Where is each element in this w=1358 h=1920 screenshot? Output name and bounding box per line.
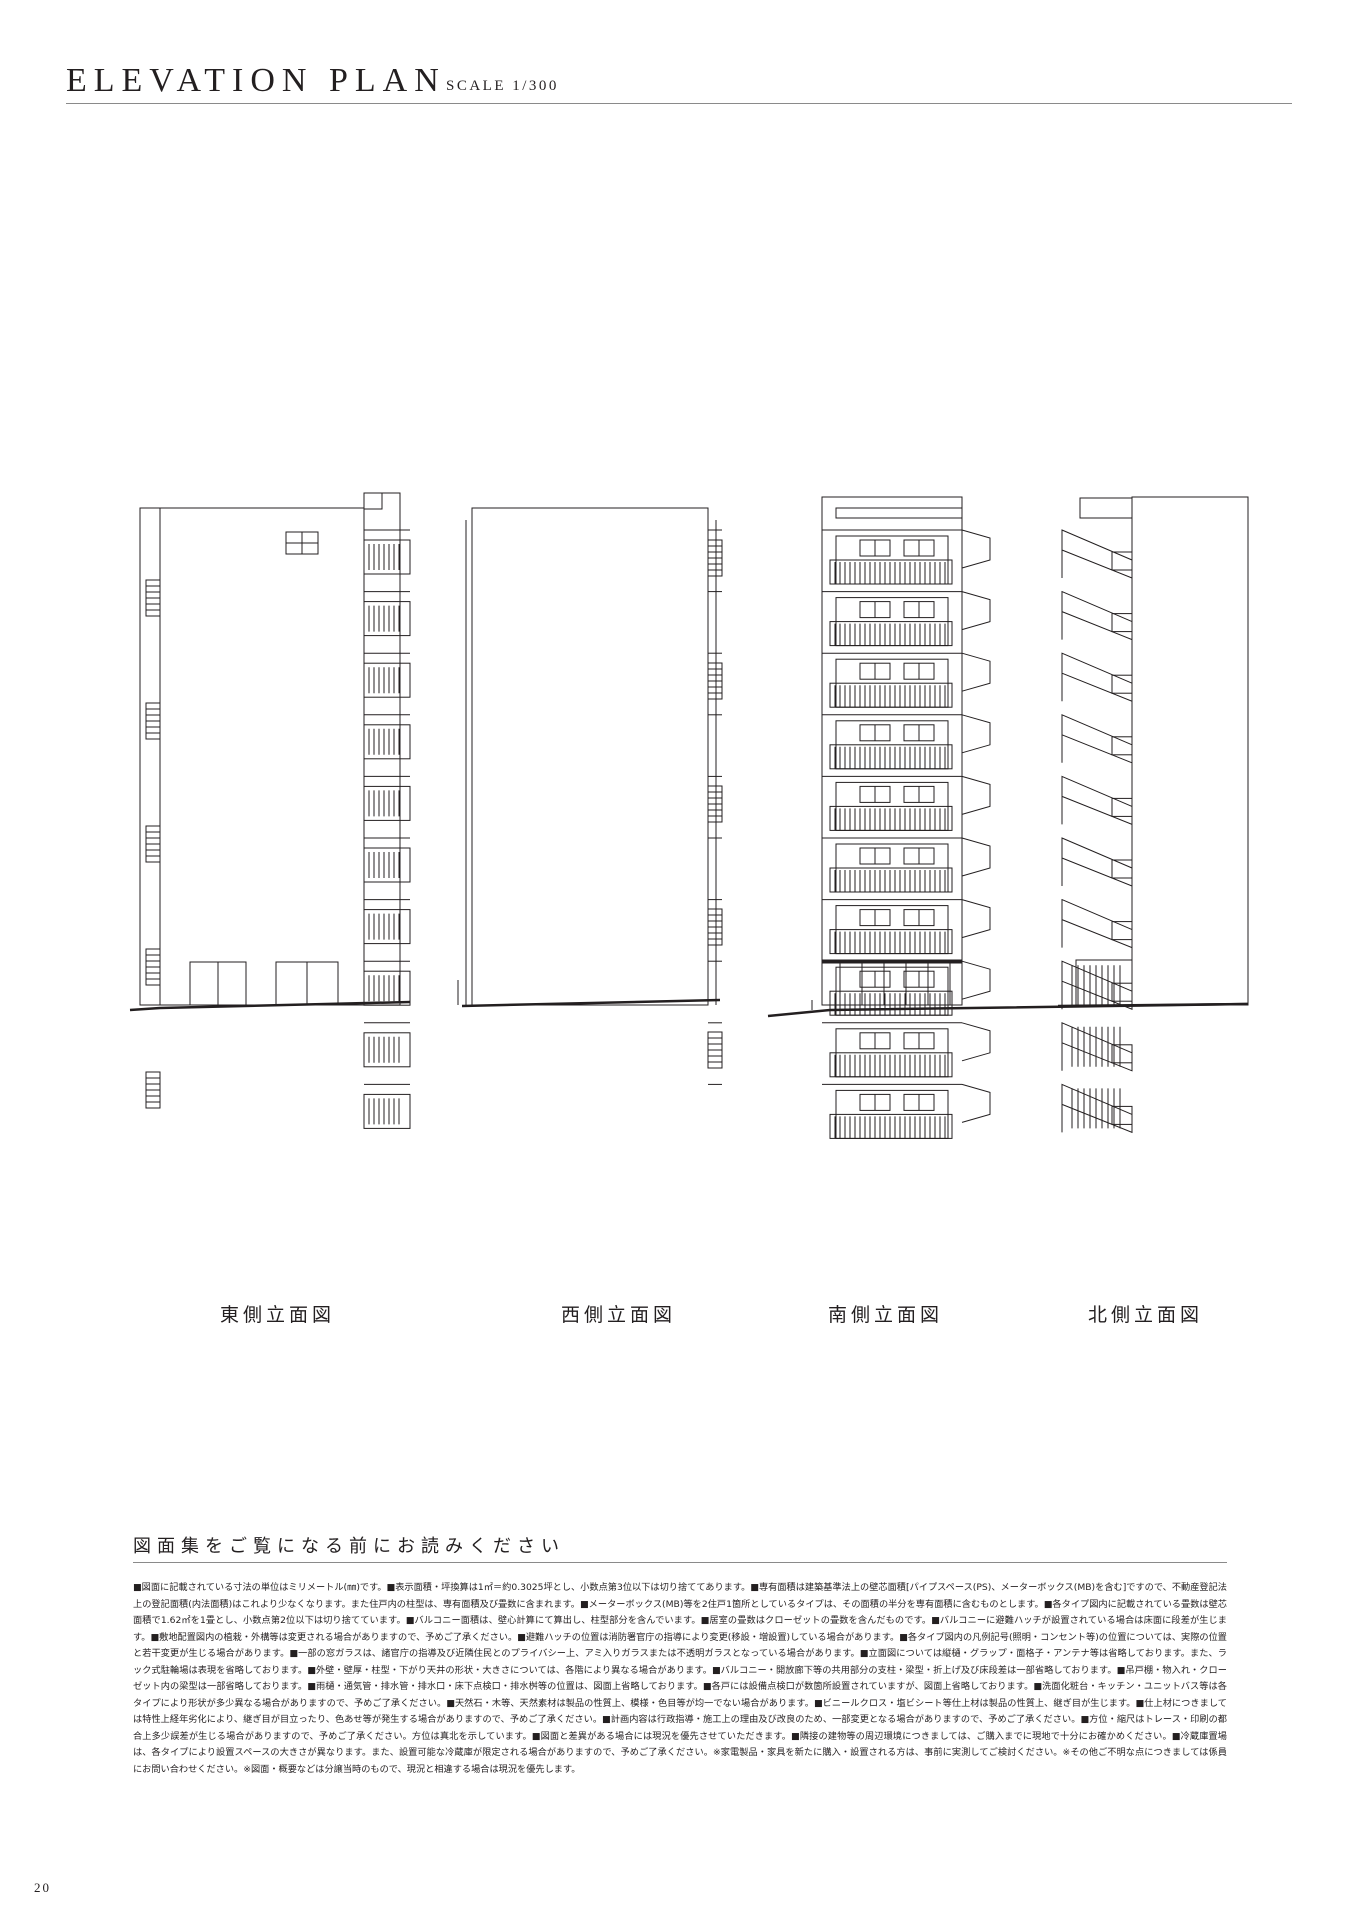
east-ground-line bbox=[129, 1000, 411, 1012]
south-side-balcony bbox=[961, 960, 991, 1000]
north-stair-landing-window bbox=[1111, 736, 1133, 756]
east-balcony-rail bbox=[363, 847, 411, 883]
east-balcony-rail bbox=[363, 970, 411, 1006]
north-ground-line bbox=[1057, 1002, 1249, 1008]
notes-divider bbox=[133, 1562, 1227, 1563]
header-divider bbox=[66, 103, 1292, 104]
page-number: 20 bbox=[34, 1880, 51, 1895]
elevation-drawings bbox=[129, 492, 1249, 1139]
south-balcony-rail bbox=[829, 744, 953, 770]
east-balcony-rail bbox=[363, 539, 411, 575]
north-stair-roof bbox=[1079, 497, 1133, 519]
page-title: ELEVATION PLAN bbox=[66, 62, 446, 99]
east-balcony-rail bbox=[363, 785, 411, 821]
north-stair-landing-window bbox=[1111, 1044, 1133, 1064]
south-storefront bbox=[821, 959, 963, 1006]
east-balcony-rail bbox=[363, 601, 411, 637]
north-stair-flight bbox=[1061, 898, 1133, 949]
north-stair-flight bbox=[1061, 714, 1133, 764]
north-stair-flight bbox=[1061, 590, 1133, 641]
south-side-balcony bbox=[961, 652, 991, 692]
south-elevation-label: 南側立面図 bbox=[828, 1304, 944, 1326]
south-side-balcony bbox=[961, 714, 991, 754]
south-side-balcony bbox=[961, 837, 991, 877]
north-stair-landing-window bbox=[1111, 551, 1133, 571]
east-balcony-rail bbox=[363, 662, 411, 698]
north-stair-landing-window bbox=[1111, 859, 1133, 879]
east-balcony-rail bbox=[363, 1032, 411, 1068]
south-side-balcony bbox=[961, 775, 991, 815]
south-balcony-rail bbox=[829, 1052, 953, 1078]
south-side-balcony bbox=[961, 529, 991, 569]
north-stair-landing-window bbox=[1111, 1105, 1133, 1125]
east-balcony-rail bbox=[363, 909, 411, 945]
west-elevation bbox=[457, 507, 723, 1085]
north-elevation-label: 北側立面図 bbox=[1088, 1304, 1204, 1326]
north-building-outline bbox=[1131, 496, 1249, 1006]
south-balcony-rail bbox=[829, 867, 953, 893]
south-elevation bbox=[767, 496, 1249, 1139]
east-balcony-rail bbox=[363, 1093, 411, 1129]
east-elevation-label: 東側立面図 bbox=[220, 1304, 336, 1326]
south-balcony-rail bbox=[829, 990, 953, 1016]
north-stair-landing-window bbox=[1111, 982, 1133, 1002]
south-balcony-rail bbox=[829, 621, 953, 647]
east-building-outline bbox=[139, 507, 365, 1006]
south-balcony-rail bbox=[829, 929, 953, 955]
north-stair-flight bbox=[1061, 775, 1133, 826]
south-balcony-rail bbox=[829, 1113, 953, 1139]
south-balcony-rail bbox=[829, 682, 953, 708]
east-balcony-rail bbox=[363, 724, 411, 760]
north-elevation bbox=[1057, 496, 1249, 1134]
south-balcony-rail bbox=[829, 805, 953, 831]
notes-heading: 図面集をご覧になる前にお読みください bbox=[133, 1536, 565, 1557]
east-elevation bbox=[129, 492, 411, 1129]
north-stair-flight bbox=[1061, 652, 1133, 702]
north-stair-landing-window bbox=[1111, 797, 1133, 817]
south-roof-band bbox=[835, 507, 963, 519]
south-side-balcony bbox=[961, 899, 991, 939]
north-stair-landing-window bbox=[1111, 674, 1133, 694]
south-building-outline bbox=[821, 496, 963, 1006]
east-facade bbox=[159, 507, 365, 1006]
east-roof-parapet bbox=[363, 492, 383, 510]
notes-body: ■図面に記載されている寸法の単位はミリメートル(㎜)です。■表示面積・坪換算は1… bbox=[133, 1582, 1227, 1775]
south-side-balcony bbox=[961, 591, 991, 631]
north-stair-flight bbox=[1061, 529, 1133, 579]
south-side-balcony bbox=[961, 1083, 991, 1123]
south-side-balcony bbox=[961, 1022, 991, 1062]
north-stair-landing-window bbox=[1111, 613, 1133, 633]
west-ground-line bbox=[461, 998, 721, 1008]
south-balcony-rail bbox=[829, 559, 953, 585]
west-elevation-label: 西側立面図 bbox=[561, 1304, 677, 1326]
west-building-outline bbox=[471, 507, 709, 1006]
north-stair-flight bbox=[1061, 837, 1133, 887]
scale-label: SCALE 1/300 bbox=[446, 78, 559, 94]
north-stair-landing-window bbox=[1111, 921, 1133, 941]
